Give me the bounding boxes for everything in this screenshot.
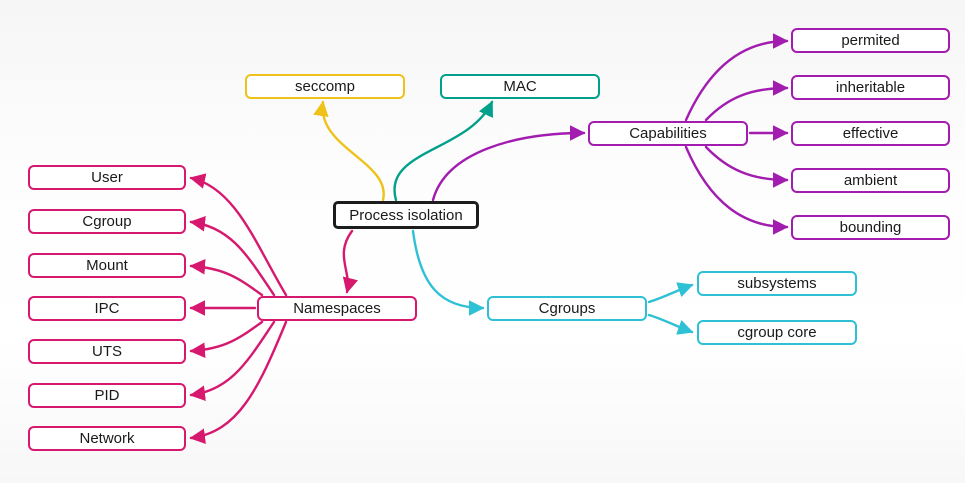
edge-cgroups-to-subsystems bbox=[647, 282, 694, 304]
node-inheritable[interactable]: inheritable bbox=[791, 75, 950, 100]
edge-namespaces-to-network bbox=[189, 320, 288, 444]
node-mount[interactable]: Mount bbox=[28, 253, 186, 278]
node-ipc[interactable]: IPC bbox=[28, 296, 186, 321]
node-bounding[interactable]: bounding bbox=[791, 215, 950, 240]
edge-namespaces-to-mount bbox=[189, 259, 264, 297]
node-process-isolation[interactable]: Process isolation bbox=[333, 201, 479, 229]
node-network[interactable]: Network bbox=[28, 426, 186, 451]
node-pid[interactable]: PID bbox=[28, 383, 186, 408]
edge-root-to-cgroups bbox=[411, 229, 485, 316]
node-effective[interactable]: effective bbox=[791, 121, 950, 146]
edge-capabilities-to-ambient bbox=[704, 145, 789, 188]
edge-namespaces-to-user bbox=[189, 173, 288, 297]
edge-cgroups-to-cgroup-core bbox=[647, 313, 694, 335]
node-uts[interactable]: UTS bbox=[28, 339, 186, 364]
node-user[interactable]: User bbox=[28, 165, 186, 190]
node-namespaces[interactable]: Namespaces bbox=[257, 296, 417, 321]
node-cgroups[interactable]: Cgroups bbox=[487, 296, 647, 321]
node-subsystems[interactable]: subsystems bbox=[697, 271, 857, 296]
edge-root-to-mac bbox=[393, 100, 494, 202]
node-ambient[interactable]: ambient bbox=[791, 168, 950, 193]
edge-root-to-capabilities bbox=[431, 125, 586, 202]
edge-namespaces-to-cgroup bbox=[189, 215, 276, 297]
node-capabilities[interactable]: Capabilities bbox=[588, 121, 748, 146]
node-cgroup[interactable]: Cgroup bbox=[28, 209, 186, 234]
node-mac[interactable]: MAC bbox=[440, 74, 600, 99]
edge-capabilities-to-inheritable bbox=[704, 80, 789, 122]
edge-root-to-seccomp bbox=[313, 100, 385, 202]
edge-namespaces-to-uts bbox=[189, 320, 264, 358]
edge-capabilities-to-bounding bbox=[684, 145, 789, 235]
edge-root-to-namespaces bbox=[342, 229, 358, 294]
node-cgroup-core[interactable]: cgroup core bbox=[697, 320, 857, 345]
edge-capabilities-to-permited bbox=[684, 33, 789, 122]
edge-namespaces-to-pid bbox=[189, 320, 276, 402]
node-permited[interactable]: permited bbox=[791, 28, 950, 53]
node-seccomp[interactable]: seccomp bbox=[245, 74, 405, 99]
